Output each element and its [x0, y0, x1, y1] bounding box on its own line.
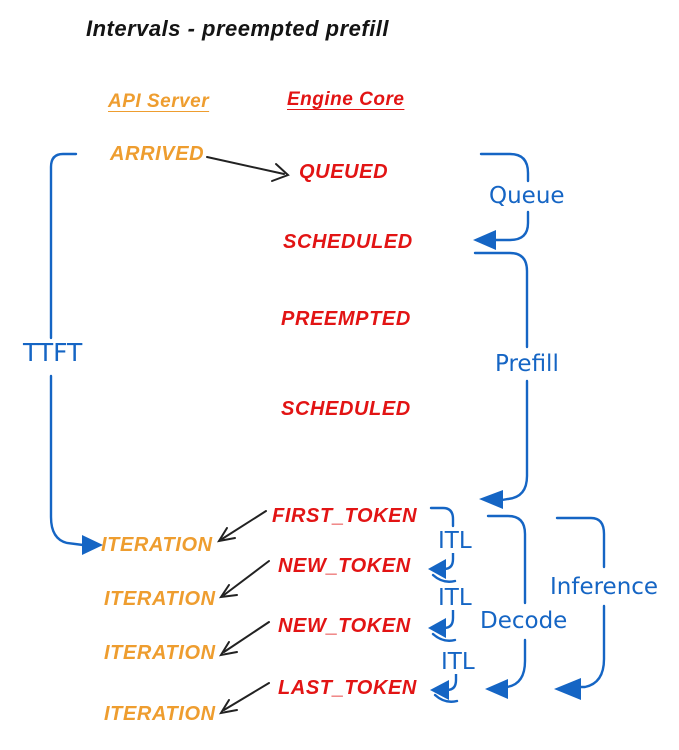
event-iteration-3: ITERATION	[104, 642, 216, 664]
queue-bracket-icon	[473, 152, 530, 250]
event-arrived: ARRIVED	[110, 143, 205, 165]
interval-label-queue: Queue	[487, 183, 567, 209]
arrow-last-token-to-iteration-icon	[218, 682, 270, 715]
event-scheduled-1: SCHEDULED	[283, 231, 413, 253]
interval-label-itl-2: ITL	[436, 585, 474, 611]
interval-label-decode: Decode	[478, 608, 570, 634]
interval-label-itl-1: ITL	[436, 528, 474, 554]
arrow-new-token2-to-iteration-icon	[218, 621, 270, 657]
event-iteration-4: ITERATION	[104, 703, 216, 725]
column-header-api-server: API Server	[108, 91, 210, 112]
interval-label-itl-3: ITL	[439, 649, 477, 675]
page-title: Intervals - preempted prefill	[86, 16, 390, 41]
event-preempted: PREEMPTED	[281, 308, 411, 330]
column-header-engine-core: Engine Core	[287, 89, 405, 110]
event-first-token: FIRST_TOKEN	[272, 505, 418, 527]
interval-label-inference: Inference	[548, 574, 661, 600]
event-queued: QUEUED	[299, 161, 389, 183]
event-iteration-2: ITERATION	[104, 588, 216, 610]
event-scheduled-2: SCHEDULED	[281, 398, 411, 420]
arrow-arrived-to-queued-icon	[206, 156, 290, 182]
event-new-token-1: NEW_TOKEN	[278, 555, 411, 577]
itl-brackets-icon	[428, 506, 459, 703]
inference-bracket-icon	[554, 516, 606, 700]
prefill-bracket-icon	[473, 251, 529, 509]
decode-bracket-icon	[485, 514, 527, 699]
ttft-bracket-icon	[49, 152, 103, 555]
arrow-first-token-to-iteration-icon	[216, 510, 267, 543]
interval-label-ttft: TTFT	[21, 338, 85, 367]
event-last-token: LAST_TOKEN	[278, 677, 417, 699]
event-new-token-2: NEW_TOKEN	[278, 615, 411, 637]
arrow-new-token1-to-iteration-icon	[218, 560, 270, 599]
interval-label-prefill: Prefill	[493, 351, 561, 377]
event-iteration-1: ITERATION	[101, 534, 213, 556]
